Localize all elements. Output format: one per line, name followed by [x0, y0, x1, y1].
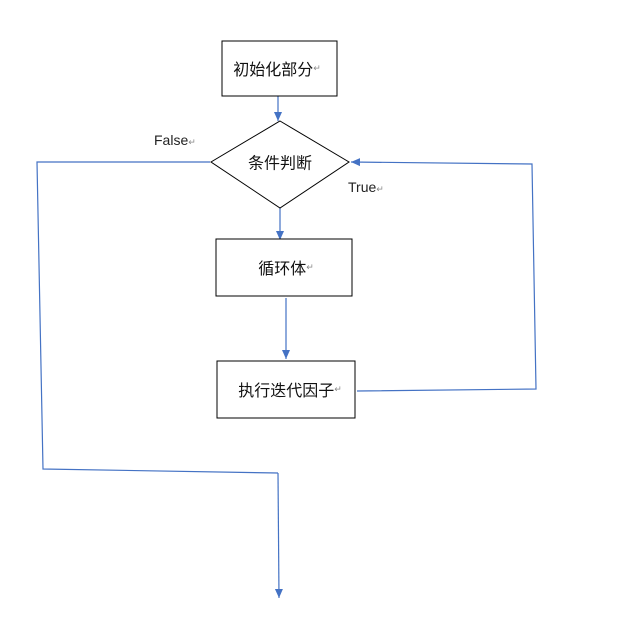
- body-node: 循环体↵: [215, 238, 353, 297]
- paragraph-mark-icon: ↵: [334, 385, 342, 395]
- condition-label: 条件判断: [248, 154, 312, 173]
- false-exit-line: [36, 161, 279, 474]
- true-label: True: [348, 179, 376, 195]
- paragraph-mark-icon: ↵: [306, 263, 314, 273]
- svg-text:循环体↵: 循环体↵: [258, 259, 314, 278]
- exit-arrow: [274, 472, 283, 599]
- svg-text:False↵: False↵: [154, 132, 196, 148]
- false-label: False: [154, 132, 188, 148]
- init-node: 初始化部分↵: [221, 40, 338, 97]
- paragraph-mark-icon: ↵: [188, 138, 196, 148]
- svg-text:初始化部分↵: 初始化部分↵: [233, 60, 321, 79]
- paragraph-mark-icon: ↵: [313, 64, 321, 74]
- init-label: 初始化部分: [233, 60, 313, 79]
- condition-node: 条件判断: [210, 120, 350, 209]
- paragraph-mark-icon: ↵: [376, 185, 384, 195]
- iterate-label: 执行迭代因子: [238, 381, 334, 400]
- svg-text:执行迭代因子↵: 执行迭代因子↵: [238, 381, 342, 400]
- iterate-node: 执行迭代因子↵: [216, 360, 356, 419]
- loop-back-arrow: [350, 158, 537, 392]
- body-label: 循环体: [258, 259, 306, 278]
- svg-text:True↵: True↵: [348, 179, 384, 195]
